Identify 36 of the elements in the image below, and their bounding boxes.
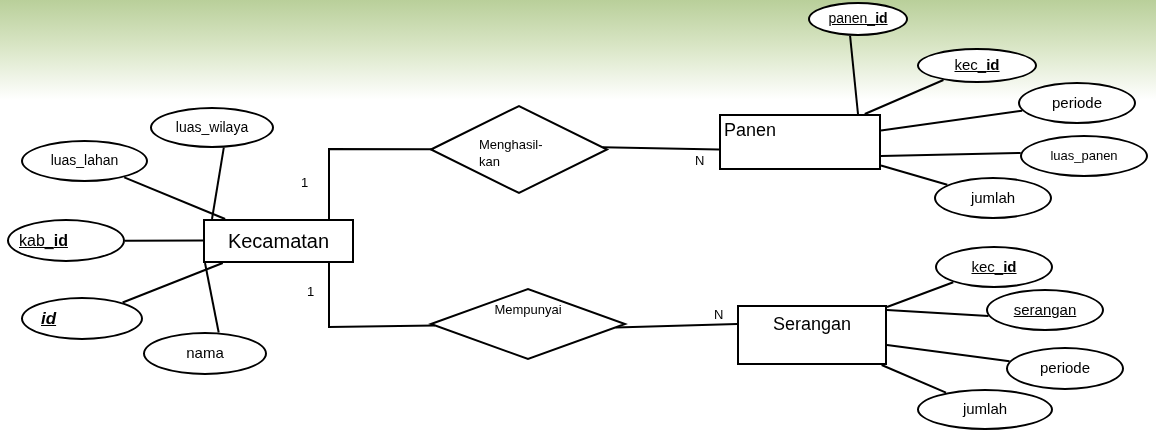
connector-line bbox=[123, 176, 227, 220]
node-label: kec_id bbox=[971, 257, 1017, 277]
node-label: luas_panen bbox=[1050, 147, 1118, 165]
connector-line bbox=[121, 262, 224, 304]
node-label: periode bbox=[1051, 93, 1102, 113]
connector-line bbox=[849, 34, 859, 115]
entity-box bbox=[719, 114, 881, 170]
node-label: Mempunyai bbox=[494, 302, 562, 319]
connector-line bbox=[886, 281, 955, 308]
node-label: kec_id bbox=[954, 56, 1000, 75]
node-label: kab_id bbox=[19, 230, 68, 251]
node-label: panen_id bbox=[828, 10, 888, 28]
node-label: Kecamatan bbox=[227, 228, 330, 254]
connector-line bbox=[204, 262, 220, 334]
relationship-diamond bbox=[431, 106, 607, 193]
entity-box bbox=[737, 305, 887, 365]
node-label: serangan bbox=[1013, 300, 1077, 320]
connector-line bbox=[880, 151, 1022, 157]
connector-line bbox=[124, 239, 204, 242]
attribute-ellipse bbox=[934, 177, 1052, 219]
connector-line bbox=[880, 164, 949, 186]
node-label: luas_lahan bbox=[50, 152, 119, 170]
connector-line bbox=[211, 146, 225, 220]
connector-line bbox=[886, 343, 1011, 363]
node-label: jumlah bbox=[962, 400, 1008, 419]
node-label: jumlah bbox=[970, 188, 1016, 208]
node-label: periode bbox=[1039, 359, 1090, 378]
node-label: Menghasil- kan bbox=[479, 137, 544, 170]
relationship-diamond bbox=[431, 289, 625, 359]
node-label: Panen bbox=[724, 119, 777, 142]
node-label: id bbox=[41, 307, 57, 330]
connector-line bbox=[328, 148, 433, 220]
node-label: nama bbox=[186, 344, 224, 363]
node-label: Serangan bbox=[772, 313, 852, 336]
node-label: luas_wilaya bbox=[175, 118, 249, 137]
entity-box bbox=[203, 219, 354, 263]
